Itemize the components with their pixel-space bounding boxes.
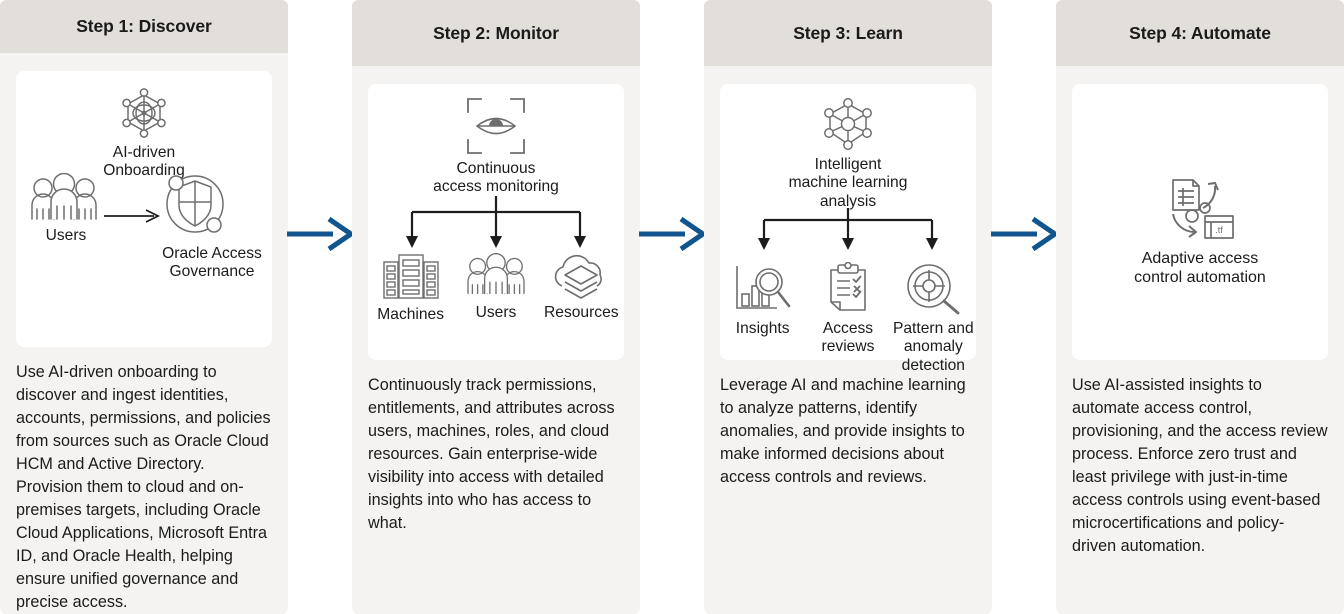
resources-item: Resources xyxy=(540,252,622,322)
cloud-layers-icon xyxy=(549,252,613,300)
flow-arrow-2to3 xyxy=(639,216,705,252)
intelligent-ml-analysis-label: Intelligent machine learning analysis xyxy=(788,156,908,210)
ai-network-icon xyxy=(114,85,174,141)
users-label: Users xyxy=(475,304,517,321)
machines-item: Machines xyxy=(370,252,452,324)
adaptive-access-control-automation-label: Adaptive access control automation xyxy=(1134,250,1266,286)
users-item: Users xyxy=(455,252,537,322)
users-group-icon xyxy=(24,173,108,225)
step-1-description: Use AI-driven onboarding to discover and… xyxy=(16,363,271,611)
step-3-visual-card: Intelligent machine learning analysis xyxy=(720,84,976,374)
fan-out-arrows-step3 xyxy=(720,208,976,264)
ai-driven-onboarding-label: AI-driven Onboarding xyxy=(103,144,185,180)
step-1-visual-card: AI-driven Onboarding xyxy=(16,71,272,347)
step-4-visual-card: .tf Adaptive access control automation xyxy=(1072,84,1328,360)
users-label: Users xyxy=(45,227,87,244)
step-2-title: Step 2: Monitor xyxy=(433,22,559,43)
shield-orbit-icon xyxy=(156,165,268,243)
step-1-title: Step 1: Discover xyxy=(76,16,212,36)
resources-label: Resources xyxy=(544,304,619,321)
step-2-header: Step 2: Monitor xyxy=(352,0,640,66)
servers-icon xyxy=(382,252,440,302)
step-column-2: Step 2: Monitor xyxy=(352,0,640,614)
fan-out-arrows-step2 xyxy=(368,196,624,252)
chart-magnifier-icon xyxy=(733,262,793,316)
step-column-1: Step 1: Discover xyxy=(0,0,288,614)
step-4-title: Step 4: Automate xyxy=(1129,22,1271,43)
access-reviews-item: Access reviews xyxy=(807,262,889,357)
oracle-access-governance-label: Oracle Access Governance xyxy=(162,245,262,281)
step-2-visual-card: Continuous access monitoring xyxy=(368,84,624,360)
machines-label: Machines xyxy=(377,306,445,323)
ml-network-icon xyxy=(818,96,878,152)
step-4-header: Step 4: Automate xyxy=(1056,0,1344,66)
step-column-3: Step 3: Learn xyxy=(704,0,992,614)
continuous-access-monitoring-label: Continuous access monitoring xyxy=(433,160,559,196)
flow-arrow-3to4 xyxy=(991,216,1057,252)
step-3-header: Step 3: Learn xyxy=(704,0,992,66)
connector-gap-2 xyxy=(639,0,705,614)
connector-gap-1 xyxy=(287,0,353,614)
svg-text:.tf: .tf xyxy=(1215,225,1223,235)
pattern-anomaly-detection-label: Pattern and anomaly detection xyxy=(892,320,974,374)
step-4-description: Use AI-assisted insights to automate acc… xyxy=(1072,376,1328,555)
step-1-header: Step 1: Discover xyxy=(0,0,288,53)
step-3-description: Leverage AI and machine learning to anal… xyxy=(720,376,966,486)
flow-arrow-1to2 xyxy=(287,216,353,252)
connector-gap-3 xyxy=(991,0,1057,614)
clipboard-check-icon xyxy=(824,262,872,316)
access-reviews-label: Access reviews xyxy=(821,320,875,356)
insights-item: Insights xyxy=(722,262,804,338)
insights-label: Insights xyxy=(735,320,790,337)
step-column-4: Step 4: Automate xyxy=(1056,0,1344,614)
onboarding-flow-arrow xyxy=(104,209,164,223)
step-3-title: Step 3: Learn xyxy=(793,22,903,43)
automation-gears-icon: .tf xyxy=(1161,172,1239,244)
pattern-anomaly-item: Pattern and anomaly detection xyxy=(892,262,974,375)
step-2-description: Continuously track permissions, entitlem… xyxy=(368,376,615,532)
target-magnifier-icon xyxy=(904,262,962,316)
users-group-icon xyxy=(461,252,531,300)
eye-scan-icon xyxy=(465,96,527,156)
